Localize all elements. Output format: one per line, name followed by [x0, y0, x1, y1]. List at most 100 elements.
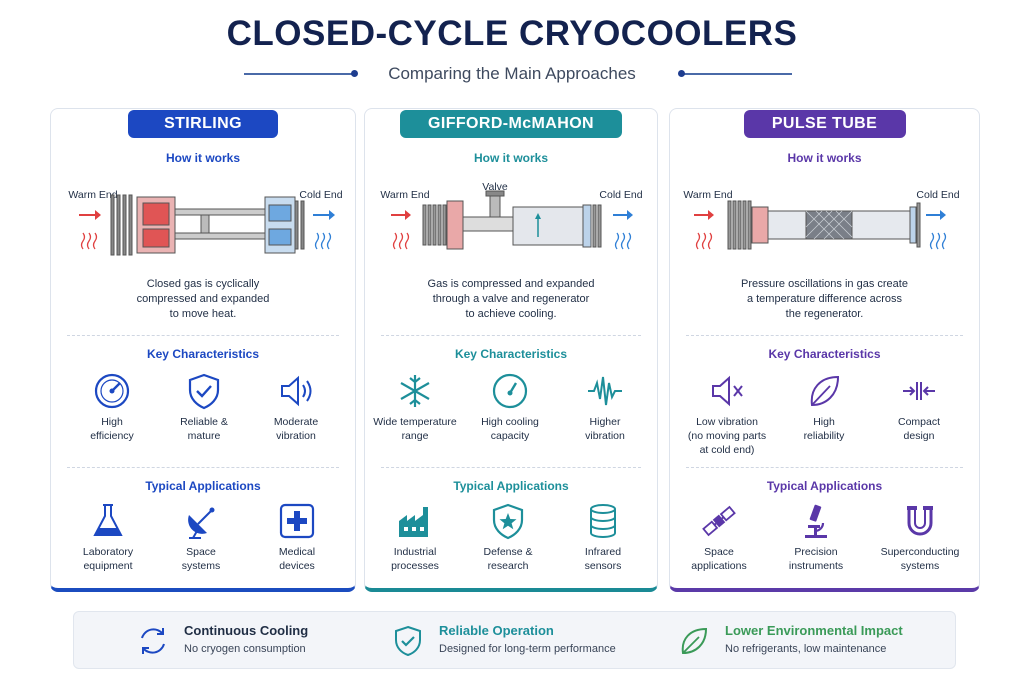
- subtitle-rule-left: [244, 70, 358, 77]
- snowflake-icon: [400, 375, 430, 407]
- application-label: Medical: [278, 546, 316, 558]
- shield-check-icon: [395, 625, 421, 657]
- page-title: CLOSED-CYCLE CRYOCOOLERS: [226, 14, 798, 53]
- characteristic-label: reliability: [803, 430, 845, 442]
- characteristic-label: range: [401, 430, 429, 442]
- application-label: systems: [900, 560, 940, 572]
- benefit-subtitle: Designed for long-term performance: [439, 643, 616, 655]
- divider: [686, 467, 963, 468]
- database-icon: [590, 504, 616, 538]
- characteristic-label: mature: [187, 430, 221, 442]
- application-label: equipment: [83, 560, 133, 572]
- cold-arrow-icon: [613, 210, 633, 220]
- card-gifford-mcmahon: GIFFORD-McMAHON How it works Warm End Co…: [364, 108, 658, 592]
- characteristic-label: at cold end): [699, 444, 755, 456]
- description-line: a temperature difference across: [746, 293, 903, 305]
- how-it-works-label: How it works: [787, 151, 862, 165]
- how-it-works-description: Pressure oscillations in gas create a te…: [680, 277, 969, 322]
- characteristic-label: Reliable &: [180, 416, 228, 428]
- characteristic-label: Compact: [897, 416, 940, 428]
- how-it-works-label: How it works: [165, 151, 240, 165]
- benefit-title: Reliable Operation: [439, 623, 554, 638]
- leaf-icon: [810, 375, 840, 407]
- waveform-icon: [588, 376, 622, 406]
- application-label: devices: [279, 560, 315, 572]
- how-it-works-description: Gas is compressed and expanded through a…: [375, 277, 647, 322]
- valve-label: Valve: [482, 181, 508, 193]
- characteristic-label: efficiency: [90, 430, 134, 442]
- speaker-mute-icon: [712, 375, 743, 407]
- key-characteristics-label: Key Characteristics: [768, 347, 881, 361]
- application-label: sensors: [584, 560, 622, 572]
- characteristic-item: Low vibration (no moving parts at cold end…: [677, 371, 777, 457]
- heat-waves-icon: [392, 232, 410, 250]
- characteristic-label: vibration: [585, 430, 625, 442]
- description-line: through a valve and regenerator: [432, 293, 590, 305]
- benefit-title: Continuous Cooling: [184, 623, 309, 638]
- card-title-pill: PULSE TUBE: [743, 110, 906, 138]
- card-stirling: STIRLING How it works Warm End Cold End: [50, 108, 356, 592]
- typical-applications-label: Typical Applications: [766, 479, 883, 493]
- heat-waves-icon: [695, 232, 713, 250]
- card-title-pill: STIRLING: [128, 110, 278, 138]
- application-label: instruments: [788, 560, 844, 572]
- application-label: applications: [691, 560, 747, 572]
- application-label: Defense &: [483, 546, 533, 558]
- cold-waves-icon: [314, 232, 332, 250]
- cold-end-label: Cold End: [599, 189, 642, 201]
- characteristic-label: High cooling: [481, 416, 539, 428]
- characteristic-label: vibration: [276, 430, 316, 442]
- subtitle-row: Comparing the Main Approaches: [0, 62, 1024, 86]
- benefit-title: Lower Environmental Impact: [725, 623, 903, 638]
- divider: [381, 335, 641, 336]
- characteristic-label: Low vibration: [696, 416, 758, 428]
- key-characteristics-label: Key Characteristics: [146, 347, 260, 361]
- shield-check-icon: [188, 373, 220, 410]
- application-item: Defense &research: [460, 501, 556, 573]
- gifford-mcmahon-unit-icon: [422, 190, 602, 250]
- divider: [67, 467, 339, 468]
- medical-cross-icon: [279, 503, 315, 539]
- cold-end-label: Cold End: [916, 189, 959, 201]
- description-line: to move heat.: [169, 308, 237, 320]
- gauge-icon: [94, 373, 130, 409]
- benefits-bar: Continuous Cooling No cryogen consumptio…: [73, 611, 956, 669]
- characteristic-label: Moderate: [273, 416, 319, 428]
- page-subtitle: Comparing the Main Approaches: [388, 64, 636, 83]
- application-label: Space: [704, 546, 734, 558]
- warm-arrow-icon: [694, 210, 714, 220]
- description-line: to achieve cooling.: [465, 308, 557, 320]
- microscope-icon: [805, 504, 827, 538]
- gauge-icon: [492, 373, 528, 409]
- speaker-icon: [281, 375, 312, 407]
- compress-arrows-icon: [903, 382, 935, 400]
- cycle-arrows-icon: [141, 628, 165, 654]
- subtitle-rule-right: [678, 70, 792, 77]
- benefit-subtitle: No cryogen consumption: [184, 643, 306, 655]
- characteristic-item: Reliable & mature: [156, 371, 252, 443]
- application-label: Laboratory: [82, 546, 134, 558]
- divider: [67, 335, 339, 336]
- characteristic-label: (no moving parts: [687, 430, 767, 442]
- description-line: the regenerator.: [785, 308, 864, 320]
- application-label: processes: [391, 560, 439, 572]
- pulse-tube-diagram: Warm End Cold End: [670, 181, 979, 261]
- factory-icon: [399, 507, 428, 537]
- pulse-tube-icon: [727, 200, 921, 250]
- characteristic-label: High: [101, 416, 123, 428]
- cold-end-label: Cold End: [299, 189, 342, 201]
- description-line: compressed and expanded: [136, 293, 270, 305]
- key-characteristics-label: Key Characteristics: [454, 347, 568, 361]
- warm-end-label: Warm End: [68, 189, 117, 201]
- how-it-works-label: How it works: [473, 151, 548, 165]
- warm-end-label: Warm End: [380, 189, 429, 201]
- typical-applications-label: Typical Applications: [145, 479, 261, 493]
- characteristic-item: High efficiency: [64, 371, 160, 443]
